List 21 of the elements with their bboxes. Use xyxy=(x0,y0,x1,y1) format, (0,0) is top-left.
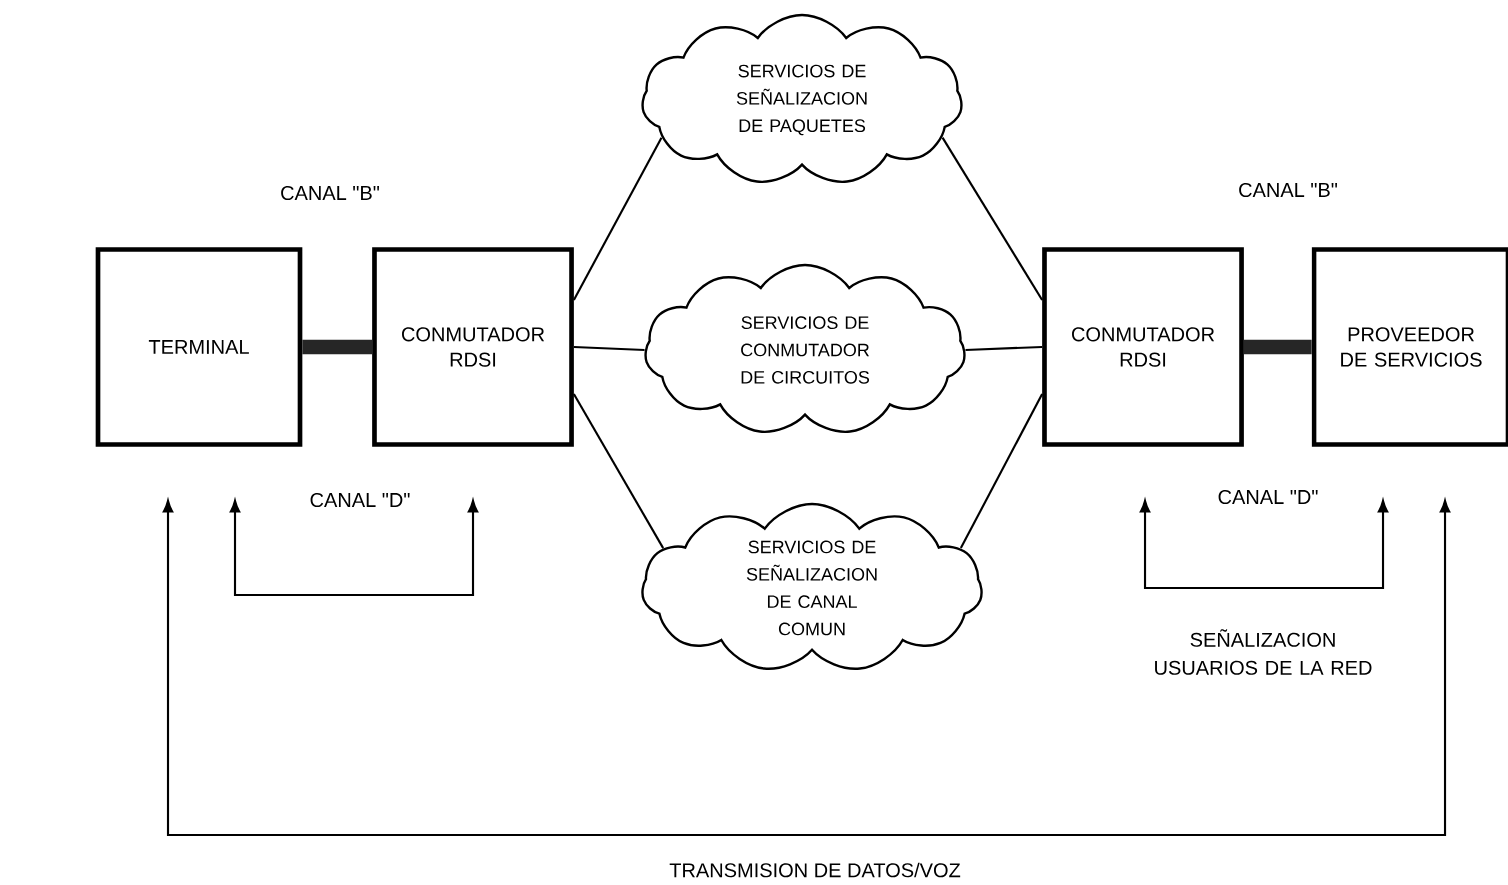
channel-label: SEÑALIZACION USUARIOS DE LA RED xyxy=(1155,629,1372,675)
process-box: TERMINAL xyxy=(95,247,303,447)
edge-label: TRANSMISION DE DATOS/VOZ xyxy=(666,860,964,880)
connector-line xyxy=(572,137,663,301)
connector-line xyxy=(965,345,1043,352)
process-box: CONMUTADOR RDSI xyxy=(1042,247,1244,447)
bracket-arrow xyxy=(162,499,1451,837)
connector-line xyxy=(573,345,645,352)
edge-label: CANAL "D" xyxy=(1214,487,1322,507)
connector-line xyxy=(959,393,1044,549)
connector-line xyxy=(572,393,665,549)
bracket-arrow xyxy=(1139,499,1389,590)
link-bar xyxy=(1243,339,1312,355)
channel-label: CANAL "B" xyxy=(1239,182,1338,198)
process-box: PROVEEDOR DE SERVICIOS xyxy=(1311,247,1508,447)
edge-label: CANAL "D" xyxy=(306,490,414,510)
process-box: CONMUTADOR RDSI xyxy=(372,247,574,447)
bracket-arrow xyxy=(229,499,479,597)
connector-line xyxy=(941,137,1044,301)
channel-label: CANAL "B" xyxy=(281,185,380,201)
link-bar xyxy=(302,339,373,355)
